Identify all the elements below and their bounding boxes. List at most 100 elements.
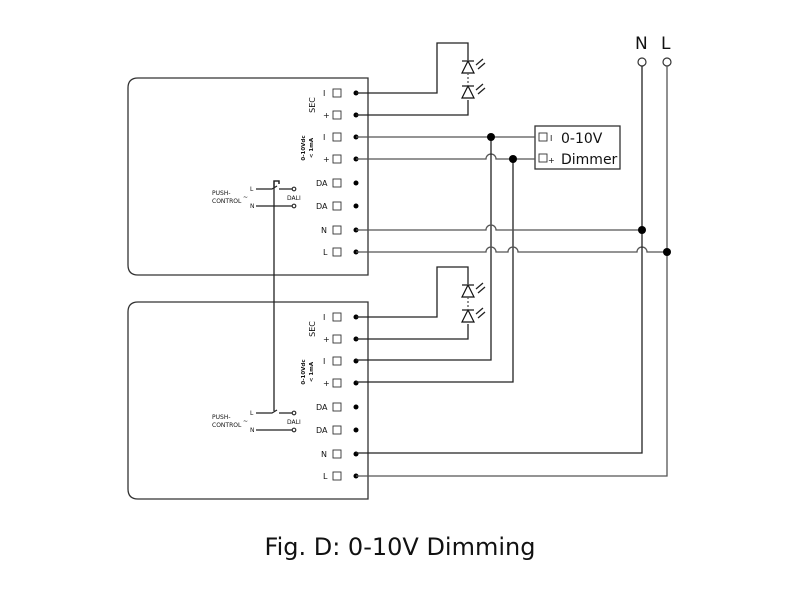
dim-range-label: 0-10Vdc xyxy=(301,135,307,160)
wire-dim-plus-d2 xyxy=(356,159,514,383)
terminal-label: N xyxy=(321,226,327,235)
wire-n-d1 xyxy=(356,224,642,231)
push-button-icon xyxy=(273,180,280,411)
terminal-block xyxy=(332,402,342,412)
sec-label: SEC xyxy=(308,321,317,337)
dali-terminal xyxy=(291,186,297,192)
dimmer-terminal-minus xyxy=(538,132,548,142)
terminal-label: I xyxy=(323,313,325,322)
wire-n-vertical xyxy=(356,66,643,454)
dali-terminal xyxy=(291,410,297,416)
terminal-block xyxy=(332,201,342,211)
led-icon xyxy=(461,307,486,323)
mains-l-label: L xyxy=(661,34,671,54)
led-strings xyxy=(461,58,486,323)
figure-caption: Fig. D: 0-10V Dimming xyxy=(264,533,536,561)
terminal-label: I xyxy=(323,357,325,366)
dali-label: DALI xyxy=(287,195,301,202)
terminal-dot xyxy=(353,180,359,186)
wire-dim-minus-d2 xyxy=(356,137,492,361)
driver-box xyxy=(127,77,369,276)
terminal-block xyxy=(332,449,342,459)
wire-led2-plus xyxy=(356,324,469,340)
terminal-label: + xyxy=(323,335,330,344)
ac-tilde: ~ xyxy=(243,194,248,201)
dali-terminal xyxy=(291,427,297,433)
dim-current-label: < 1mA xyxy=(309,137,315,158)
push-l-label: L xyxy=(250,410,254,417)
terminal-block xyxy=(332,88,342,98)
junction-dot xyxy=(663,248,671,256)
wire-led2-minus xyxy=(356,266,469,318)
terminal-dot xyxy=(353,427,359,433)
mains-l-terminal xyxy=(662,57,672,67)
terminal-block xyxy=(332,312,342,322)
push-l-label: L xyxy=(250,186,254,193)
push-control-label-1: PUSH- xyxy=(212,190,231,197)
dali-terminal xyxy=(291,203,297,209)
terminal-block xyxy=(332,334,342,344)
terminal-label: I xyxy=(323,89,325,98)
mains-n-label: N xyxy=(635,34,648,54)
terminal-block xyxy=(332,132,342,142)
dali-label: DALI xyxy=(287,419,301,426)
wire-l-d1 xyxy=(356,246,667,253)
terminal-dot xyxy=(353,451,359,457)
mains-supply: N L xyxy=(635,34,672,67)
dimmer-0-10v: I + 0-10V Dimmer xyxy=(534,125,621,170)
junction-dot xyxy=(487,133,495,141)
push-control-label-2: CONTROL xyxy=(212,198,242,205)
push-n-label: N xyxy=(250,427,255,434)
wire-led1-plus xyxy=(356,100,469,116)
led-icon xyxy=(461,282,486,298)
terminal-label: DA xyxy=(316,202,328,211)
wires xyxy=(356,42,671,477)
terminal-label: DA xyxy=(316,403,328,412)
driver-box xyxy=(127,301,369,500)
dimmer-label-1: 0-10V xyxy=(561,131,603,147)
dim-current-label: < 1mA xyxy=(309,361,315,382)
terminal-block xyxy=(332,247,342,257)
terminal-label: + xyxy=(323,379,330,388)
led-icon xyxy=(461,83,486,99)
terminal-label: DA xyxy=(316,179,328,188)
wire-l-vertical xyxy=(356,66,668,477)
terminal-block xyxy=(332,154,342,164)
terminal-label: + xyxy=(323,155,330,164)
terminal-block xyxy=(332,225,342,235)
terminal-label: I xyxy=(323,133,325,142)
sec-label: SEC xyxy=(308,97,317,113)
terminal-block xyxy=(332,471,342,481)
ac-tilde: ~ xyxy=(243,418,248,425)
led-icon xyxy=(461,58,486,74)
dimmer-label-2: Dimmer xyxy=(561,152,618,168)
terminal-label: DA xyxy=(316,426,328,435)
terminal-block xyxy=(332,178,342,188)
terminal-block xyxy=(332,356,342,366)
push-switch-line xyxy=(256,185,292,190)
push-switch-line xyxy=(256,409,292,414)
wire-led1-minus xyxy=(356,42,469,94)
terminal-dot xyxy=(353,404,359,410)
dimmer-minus-symbol: I xyxy=(550,134,552,143)
terminal-dot xyxy=(353,358,359,364)
terminal-block xyxy=(332,378,342,388)
dimmer-box xyxy=(534,125,621,170)
terminal-dot xyxy=(353,380,359,386)
dim-range-label: 0-10Vdc xyxy=(301,359,307,384)
push-control-label-2: CONTROL xyxy=(212,422,242,429)
junction-dot xyxy=(509,155,517,163)
mains-n-terminal xyxy=(637,57,647,67)
terminal-label: L xyxy=(323,248,328,257)
junction-dot xyxy=(638,226,646,234)
dimmer-terminal-plus xyxy=(538,153,548,163)
terminal-block xyxy=(332,425,342,435)
terminal-label: N xyxy=(321,450,327,459)
dimmer-plus-symbol: + xyxy=(548,156,555,165)
push-n-label: N xyxy=(250,203,255,210)
terminal-block xyxy=(332,110,342,120)
